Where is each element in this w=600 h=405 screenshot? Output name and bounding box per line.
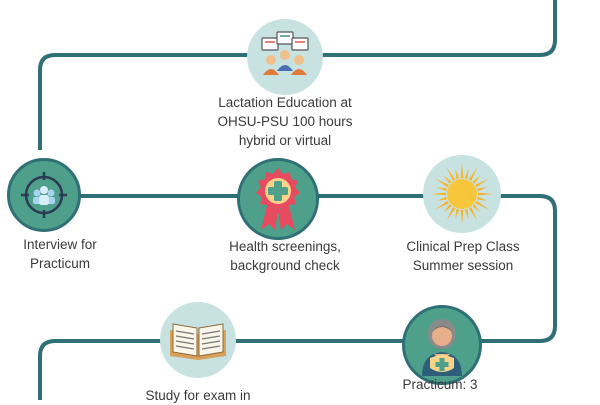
step-practicum-label: Practicum: 3 — [402, 377, 478, 392]
nurse-icon — [422, 319, 462, 376]
sun-ray — [435, 200, 449, 210]
step-study-node — [160, 302, 236, 378]
step-interview-node — [7, 158, 81, 232]
step-interview-label: Interview for Practicum — [23, 237, 97, 271]
sun-ray — [475, 200, 489, 210]
step-lactation-node — [247, 19, 323, 95]
sun-ray — [455, 209, 460, 220]
sun-ray — [475, 178, 489, 188]
group-discussion-icon — [261, 31, 309, 75]
step-lactation-label: Lactation Education at OHSU-PSU 100 hour… — [217, 95, 353, 148]
sun-ray — [443, 175, 452, 184]
step-health-label: Health screenings, background check — [229, 239, 341, 273]
sun-ray — [455, 168, 460, 179]
team-target-icon — [21, 172, 67, 218]
sun-ray — [472, 204, 481, 213]
sun-ray — [468, 167, 478, 181]
connector-middle — [38, 194, 557, 400]
medical-badge-icon — [256, 168, 300, 230]
sun-ray — [472, 175, 481, 184]
sun-ray — [443, 204, 452, 213]
sun-ray — [446, 167, 456, 181]
sun-ray — [468, 207, 478, 221]
sun-ray — [431, 192, 447, 196]
sun-ray — [477, 187, 488, 192]
sun-ray — [477, 196, 488, 201]
sun-ray — [460, 163, 464, 179]
sun-ray — [464, 168, 469, 179]
sun-ray — [436, 187, 447, 192]
sun-ray — [446, 207, 456, 221]
sun-icon — [431, 163, 493, 225]
step-clinical-label: Clinical Prep Class Summer session — [406, 239, 520, 273]
step-practicum-node — [402, 305, 482, 385]
sun-ray — [460, 209, 464, 225]
sun-ray — [477, 192, 493, 196]
sun-ray — [436, 196, 447, 201]
step-health-node — [237, 158, 319, 240]
open-book-icon — [170, 323, 226, 360]
sun-ray — [464, 209, 469, 220]
step-study-label: Study for exam in — [145, 388, 251, 403]
sun-ray — [435, 178, 449, 188]
step-clinical-node — [423, 155, 501, 233]
